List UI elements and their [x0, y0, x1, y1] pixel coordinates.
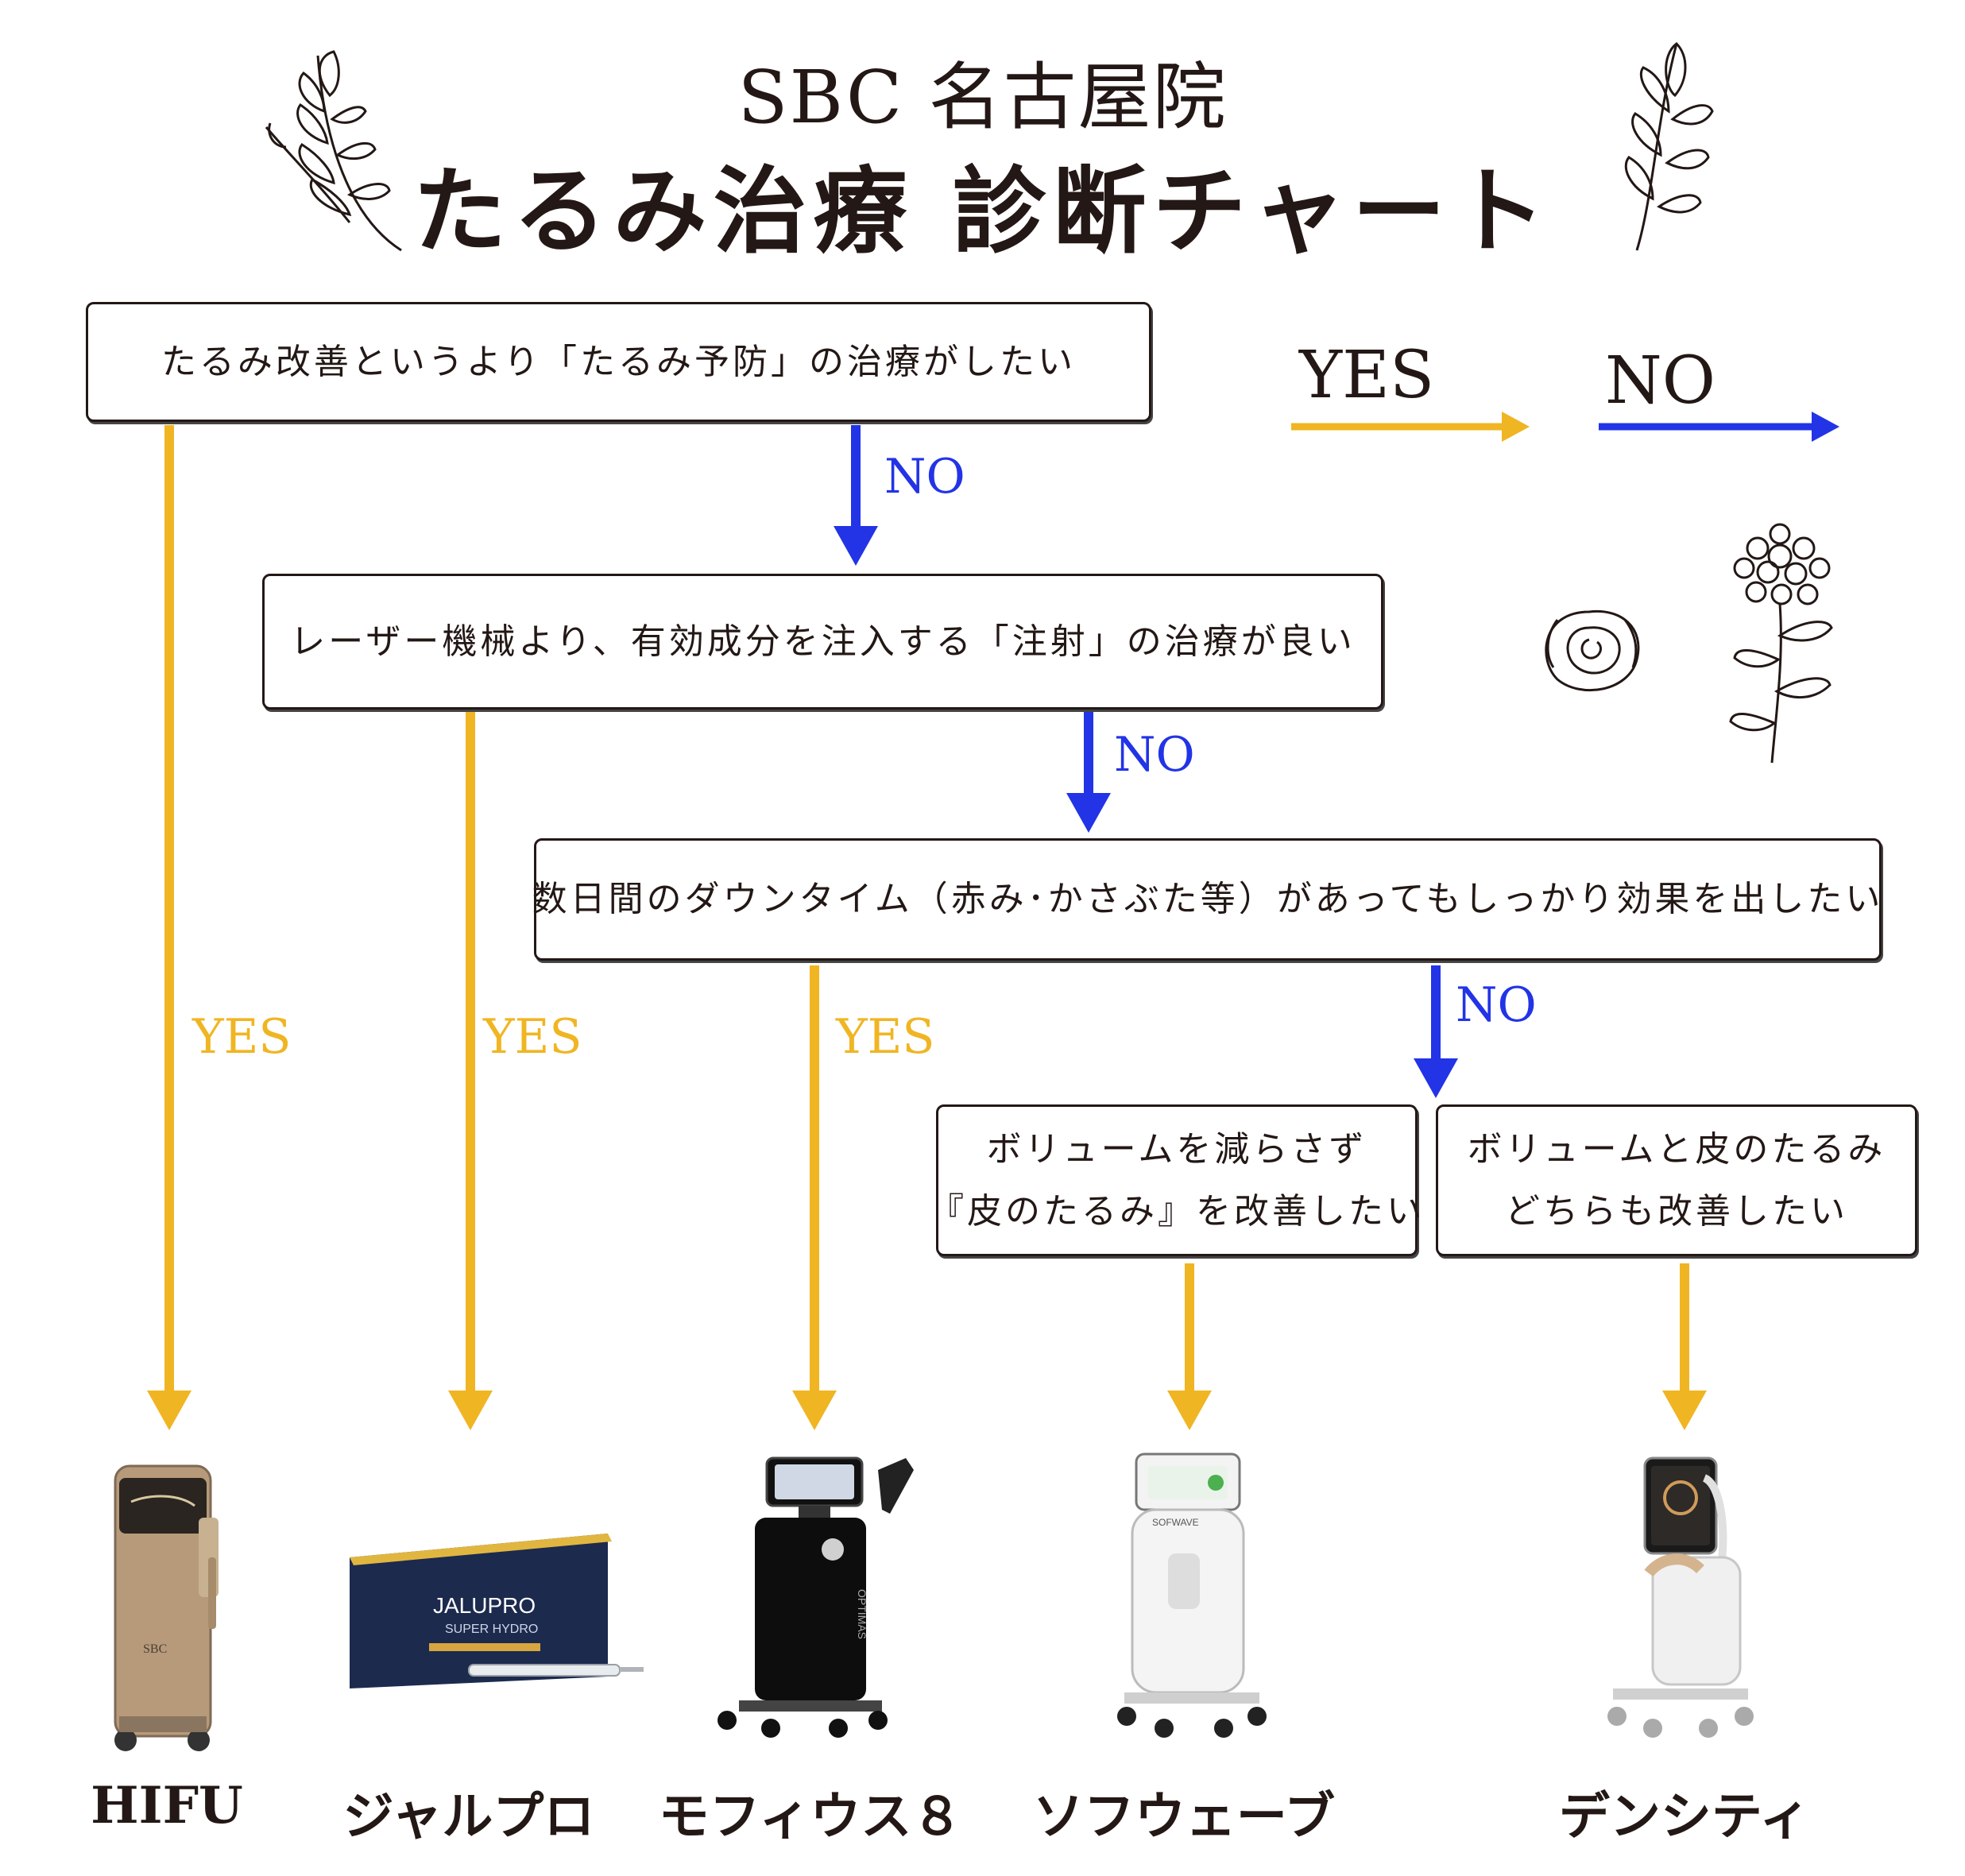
question-3-text: 数日間のダウンタイム（赤み･かさぶた等）があってもしっかり効果を出したい: [532, 879, 1884, 919]
product-morpheus8-label: モフィウス８: [658, 1787, 963, 1847]
yes-arrow-q2: [448, 711, 493, 1430]
product-sofwave-label: ソフウェーブ: [1032, 1787, 1336, 1847]
yes-label-q3: YES: [836, 1009, 935, 1065]
sofwave-brand-text: SOFWAVE: [1152, 1517, 1199, 1528]
question-5-line1: ボリュームと皮のたるみ: [1467, 1128, 1886, 1170]
legend-yes-label: YES: [1299, 338, 1435, 413]
question-1-box: たるみ改善というより「たるみ予防」の治療がしたい: [86, 302, 1151, 422]
hydrangea-icon: [1729, 523, 1833, 764]
product-density-label: デンシティ: [1558, 1787, 1811, 1847]
arrow-q4-to-sofwave: [1167, 1263, 1212, 1430]
jalupro-sub-text: SUPER HYDRO: [445, 1623, 538, 1636]
question-4-box: ボリュームを減らさず 『皮のたるみ』を改善したい: [929, 1104, 1422, 1256]
arrow-q5-to-density: [1662, 1263, 1707, 1430]
no-label-q2: NO: [1114, 727, 1195, 783]
no-arrow-q3: [1414, 965, 1458, 1098]
leaf-branch-right-icon: [1624, 42, 1714, 251]
rose-icon: [1545, 609, 1640, 692]
title-clinic: SBC 名古屋院: [737, 55, 1228, 140]
no-label-q1: NO: [884, 449, 965, 505]
question-4-line1: ボリュームを減らさず: [986, 1128, 1367, 1170]
product-jalupro-label: ジャルプロ: [342, 1787, 595, 1847]
question-2-text: レーザー機械より、有効成分を注入する「注射」の治療が良い: [290, 621, 1356, 662]
jalupro-brand-text: JALUPRO: [433, 1593, 536, 1618]
yes-arrow-q1: [147, 425, 191, 1430]
yes-label-q2: YES: [483, 1009, 582, 1065]
morpheus-brand-text: OPTIMAS: [856, 1589, 868, 1639]
hifu-brand-text: SBC: [143, 1642, 167, 1656]
legend-no-label: NO: [1605, 343, 1716, 419]
legend-yes-arrow: [1291, 412, 1530, 442]
question-2-box: レーザー機械より、有効成分を注入する「注射」の治療が良い: [262, 574, 1383, 710]
hifu-device-icon: SBC: [114, 1464, 219, 1751]
question-4-line2: 『皮のたるみ』を改善したい: [929, 1190, 1425, 1232]
yes-label-q1: YES: [192, 1009, 292, 1065]
density-device-icon: [1607, 1456, 1754, 1738]
no-label-q3: NO: [1456, 977, 1537, 1033]
question-1-text: たるみ改善というより「たるみ予防」の治療がしたい: [161, 341, 1077, 382]
question-5-box: ボリュームと皮のたるみ どちらも改善したい: [1436, 1104, 1917, 1256]
sofwave-device-icon: SOFWAVE: [1117, 1452, 1267, 1738]
jalupro-box-icon: JALUPRO SUPER HYDRO: [350, 1534, 644, 1688]
no-arrow-q1: [834, 425, 878, 566]
product-hifu-label: HIFU: [91, 1776, 243, 1835]
title-chart: たるみ治療 診断チャート: [412, 156, 1553, 266]
leaf-branch-left-icon: [265, 50, 402, 252]
question-3-box: 数日間のダウンタイム（赤み･かさぶた等）があってもしっかり効果を出したい: [532, 838, 1884, 961]
yes-arrow-q3: [792, 965, 837, 1430]
morpheus8-device-icon: OPTIMAS: [718, 1456, 914, 1738]
no-arrow-q2: [1066, 711, 1111, 833]
legend-no-arrow: [1599, 412, 1839, 442]
question-5-line2: どちらも改善したい: [1505, 1190, 1848, 1232]
